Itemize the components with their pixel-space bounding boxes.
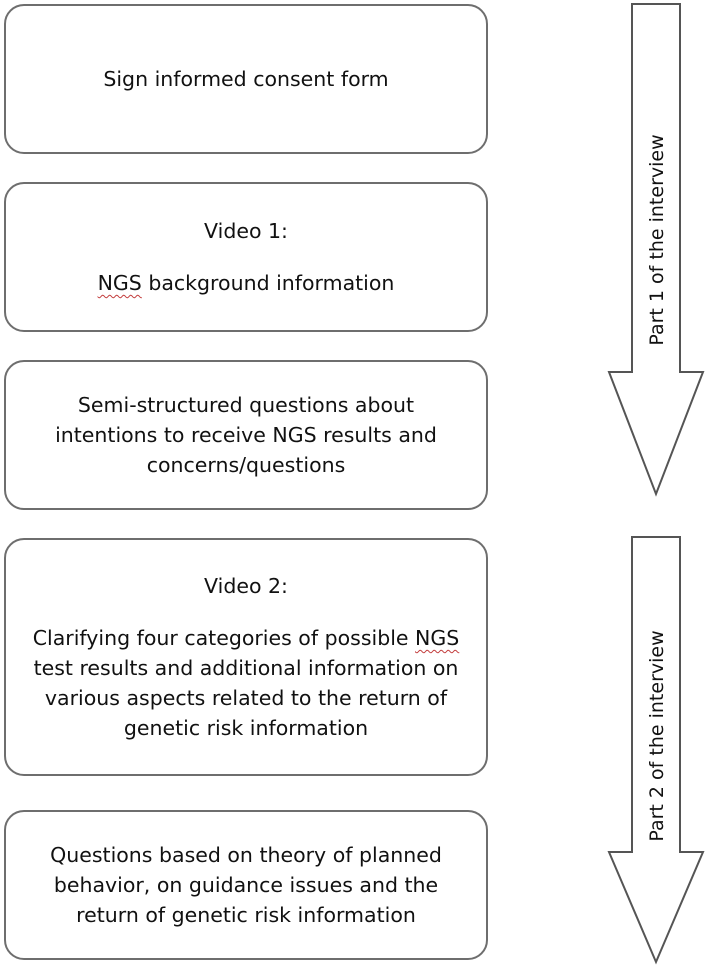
step-3-line-3: concerns/questions — [146, 453, 346, 477]
part-2-arrow-shape — [607, 536, 705, 965]
step-4-line-4: genetic risk information — [123, 716, 369, 740]
step-4-line-2: test results and additional information … — [33, 656, 459, 680]
step-3-line-1: Semi-structured questions about — [77, 393, 415, 417]
step-3-line-2: intentions to receive NGS results and — [55, 423, 437, 447]
step-1-text: Sign informed consent form — [103, 67, 389, 91]
step-4-heading: Video 2: — [204, 574, 288, 598]
step-sign-consent-box: Sign informed consent form — [4, 4, 488, 154]
step-semi-structured-box: Semi-structured questions about intentio… — [4, 360, 488, 510]
step-video-2-box: Video 2: Clarifying four categories of p… — [4, 538, 488, 776]
step-questions-tpb-box: Questions based on theory of planned beh… — [4, 810, 488, 960]
part-1-arrow: Part 1 of the interview — [607, 3, 705, 497]
step-2-heading: Video 1: — [204, 219, 288, 243]
ngs-acronym: NGS — [97, 271, 142, 295]
part-1-label: Part 1 of the interview — [646, 134, 668, 345]
step-5-line-3: return of genetic risk information — [76, 903, 416, 927]
step-2-text: NGS background information — [98, 268, 395, 298]
step-5-line-1: Questions based on theory of planned — [50, 843, 442, 867]
step-video-1-box: Video 1: NGS background information — [4, 182, 488, 332]
step-2-text-rest: background information — [141, 271, 395, 295]
step-5-line-2: behavior, on guidance issues and the — [53, 873, 439, 897]
ngs-acronym-2: NGS — [415, 626, 460, 650]
step-4-line-1: Clarifying four categories of possible N… — [33, 623, 460, 653]
part-2-arrow: Part 2 of the interview — [607, 536, 705, 965]
part-2-label: Part 2 of the interview — [646, 630, 668, 841]
step-4-line-3: various aspects related to the return of — [44, 686, 448, 710]
step-4-line-1-text: Clarifying four categories of possible — [32, 626, 416, 650]
part-1-arrow-shape — [607, 3, 705, 497]
